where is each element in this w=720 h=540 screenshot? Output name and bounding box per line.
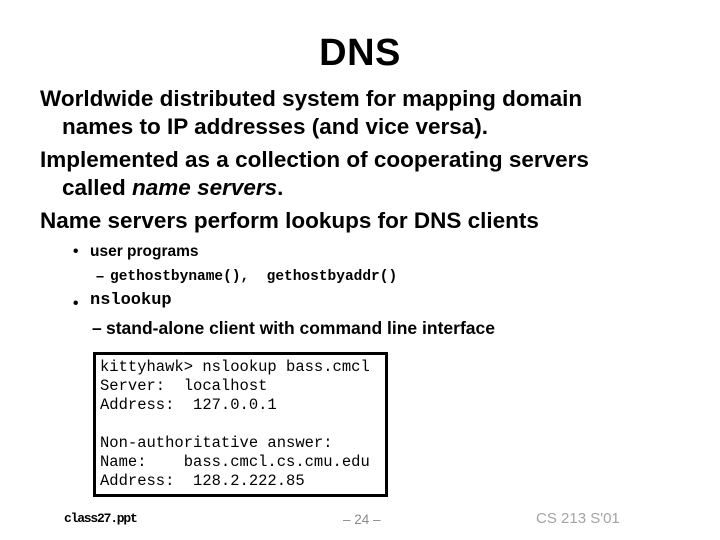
terminal-line [100, 415, 385, 434]
footer-page-number: – 24 – [343, 512, 381, 527]
paragraph-2-line-1: Implemented as a collection of cooperati… [40, 147, 589, 172]
terminal-output-box: kittyhawk> nslookup bass.cmcl Server: lo… [93, 352, 388, 497]
paragraph-3: Name servers perform lookups for DNS cli… [40, 208, 539, 233]
footer-filename: class27.ppt [64, 511, 138, 526]
footer-course-label: CS 213 S'01 [536, 510, 620, 527]
paragraph-2-line-2-post: . [277, 175, 284, 200]
paragraph-2-line-2: called name servers. [62, 174, 283, 202]
dash-marker-icon: – [96, 269, 105, 285]
bullet-gethostbyname: gethostbyname(), gethostbyaddr() [110, 269, 398, 285]
terminal-line: Non-authoritative answer: [100, 434, 333, 452]
terminal-line: Server: localhost [100, 377, 268, 395]
terminal-line: Address: 128.2.222.85 [100, 472, 305, 490]
bullet-standalone-client: stand-alone client with command line int… [106, 318, 495, 338]
paragraph-1-line-2: names to IP addresses (and vice versa). [62, 114, 489, 139]
bullet-user-programs: user programs [90, 243, 199, 260]
terminal-line: Name: bass.cmcl.cs.cmu.edu [100, 453, 370, 471]
paragraph-1-line-1: Worldwide distributed system for mapping… [40, 86, 583, 111]
terminal-line: kittyhawk> nslookup bass.cmcl [100, 358, 370, 376]
bullet-nslookup: nslookup [90, 291, 172, 310]
name-servers-italic-term: name servers [132, 175, 278, 200]
bullet-dot-icon: • [73, 243, 79, 260]
slide-title: DNS [319, 32, 401, 74]
dash-marker-icon: – [92, 318, 102, 338]
terminal-line: Address: 127.0.0.1 [100, 396, 277, 414]
bullet-dot-icon: • [73, 295, 79, 312]
paragraph-2-line-2-pre: called [62, 175, 133, 200]
